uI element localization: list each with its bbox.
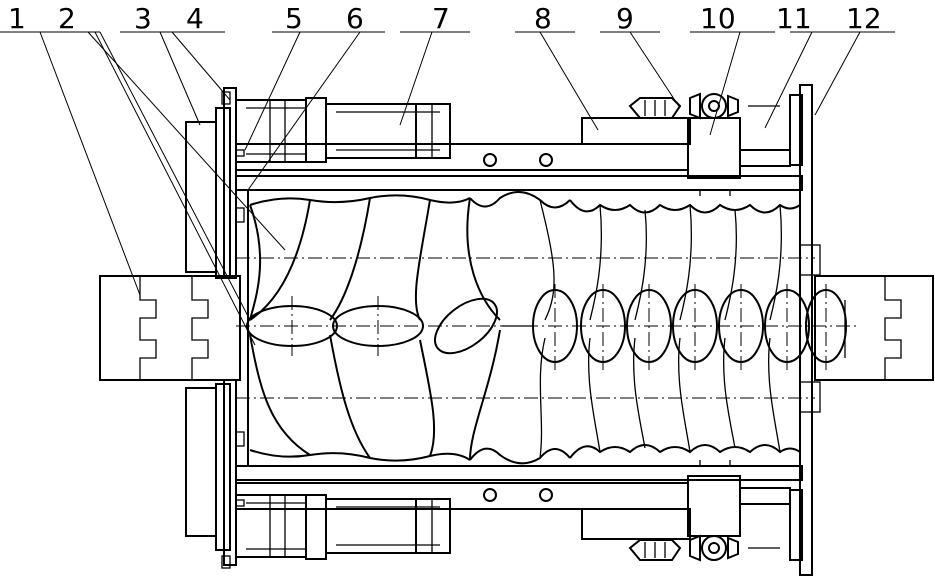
callout-3: 3 <box>134 2 152 35</box>
lower-actuator <box>236 495 450 559</box>
lower-sensor <box>630 536 780 560</box>
callout-9: 9 <box>616 2 634 35</box>
callout-4: 4 <box>186 2 204 35</box>
callout-5: 5 <box>285 2 303 35</box>
callout-10: 10 <box>700 2 736 35</box>
callout-1: 1 <box>8 2 26 35</box>
leader-lines <box>0 32 895 345</box>
callout-7: 7 <box>432 2 450 35</box>
callout-labels: 1 2 3 4 5 6 7 8 9 10 11 12 <box>8 2 882 35</box>
callout-11: 11 <box>776 2 812 35</box>
callout-6: 6 <box>346 2 364 35</box>
lower-rail <box>236 466 802 539</box>
left-flanges <box>186 88 236 568</box>
center-lines <box>236 258 860 398</box>
upper-sensor <box>630 94 780 118</box>
callout-12: 12 <box>846 2 882 35</box>
callout-2: 2 <box>58 2 76 35</box>
upper-actuator <box>236 98 450 162</box>
callout-8: 8 <box>534 2 552 35</box>
upper-rail <box>236 118 802 190</box>
